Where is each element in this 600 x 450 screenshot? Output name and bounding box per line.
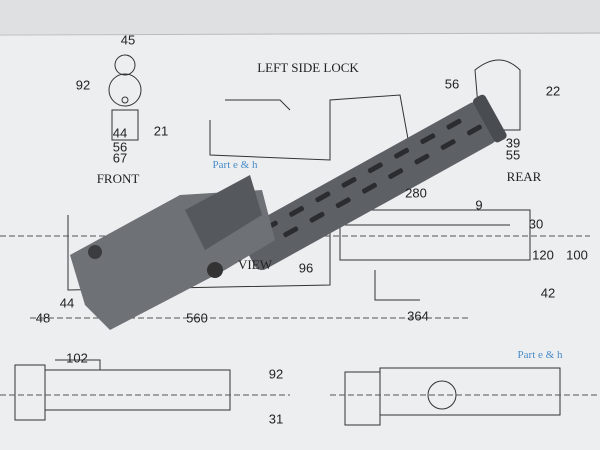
technical-drawing	[0, 54, 600, 426]
model-machine-gun	[70, 94, 507, 330]
dimension-label: 120	[532, 247, 554, 263]
dimension-label: 42	[540, 285, 556, 301]
dimension-label: 55	[505, 147, 521, 163]
paper-edge	[0, 32, 600, 36]
dimension-label: 56	[444, 76, 460, 92]
dimension-label: 92	[268, 366, 284, 382]
background-wall	[0, 0, 600, 34]
dimension-label: 48	[35, 310, 51, 326]
dimension-label: 102	[66, 350, 88, 366]
dimension-label: 92	[75, 77, 91, 93]
dimension-label: 364	[407, 308, 429, 324]
dimension-label: 44	[59, 295, 75, 311]
dimension-label: 67	[112, 150, 128, 166]
view-title-side: VIEW	[238, 257, 272, 272]
dimension-label: 560	[186, 310, 208, 326]
dimension-label: 31	[268, 411, 284, 427]
dimension-label: 280	[405, 185, 427, 201]
dimension-label: 56	[112, 139, 128, 155]
view-title-front: FRONT	[96, 171, 140, 186]
dimension-label: 9	[475, 197, 483, 213]
part-annotation: Part e & h	[212, 159, 258, 171]
dimension-label: 21	[153, 123, 169, 139]
part-annotation: Part e & h	[517, 349, 563, 361]
dimension-label: 100	[566, 247, 588, 263]
view-title-left-side-lock: LEFT SIDE LOCK	[257, 60, 359, 75]
view-title-rear: REAR	[506, 169, 542, 184]
dimension-label: 44	[112, 125, 128, 141]
dimension-label: 30	[528, 216, 544, 232]
dimension-label: 45	[120, 32, 136, 48]
dimension-label: 96	[298, 260, 314, 276]
dimension-label: 39	[505, 135, 521, 151]
dimension-label: 22	[545, 83, 561, 99]
